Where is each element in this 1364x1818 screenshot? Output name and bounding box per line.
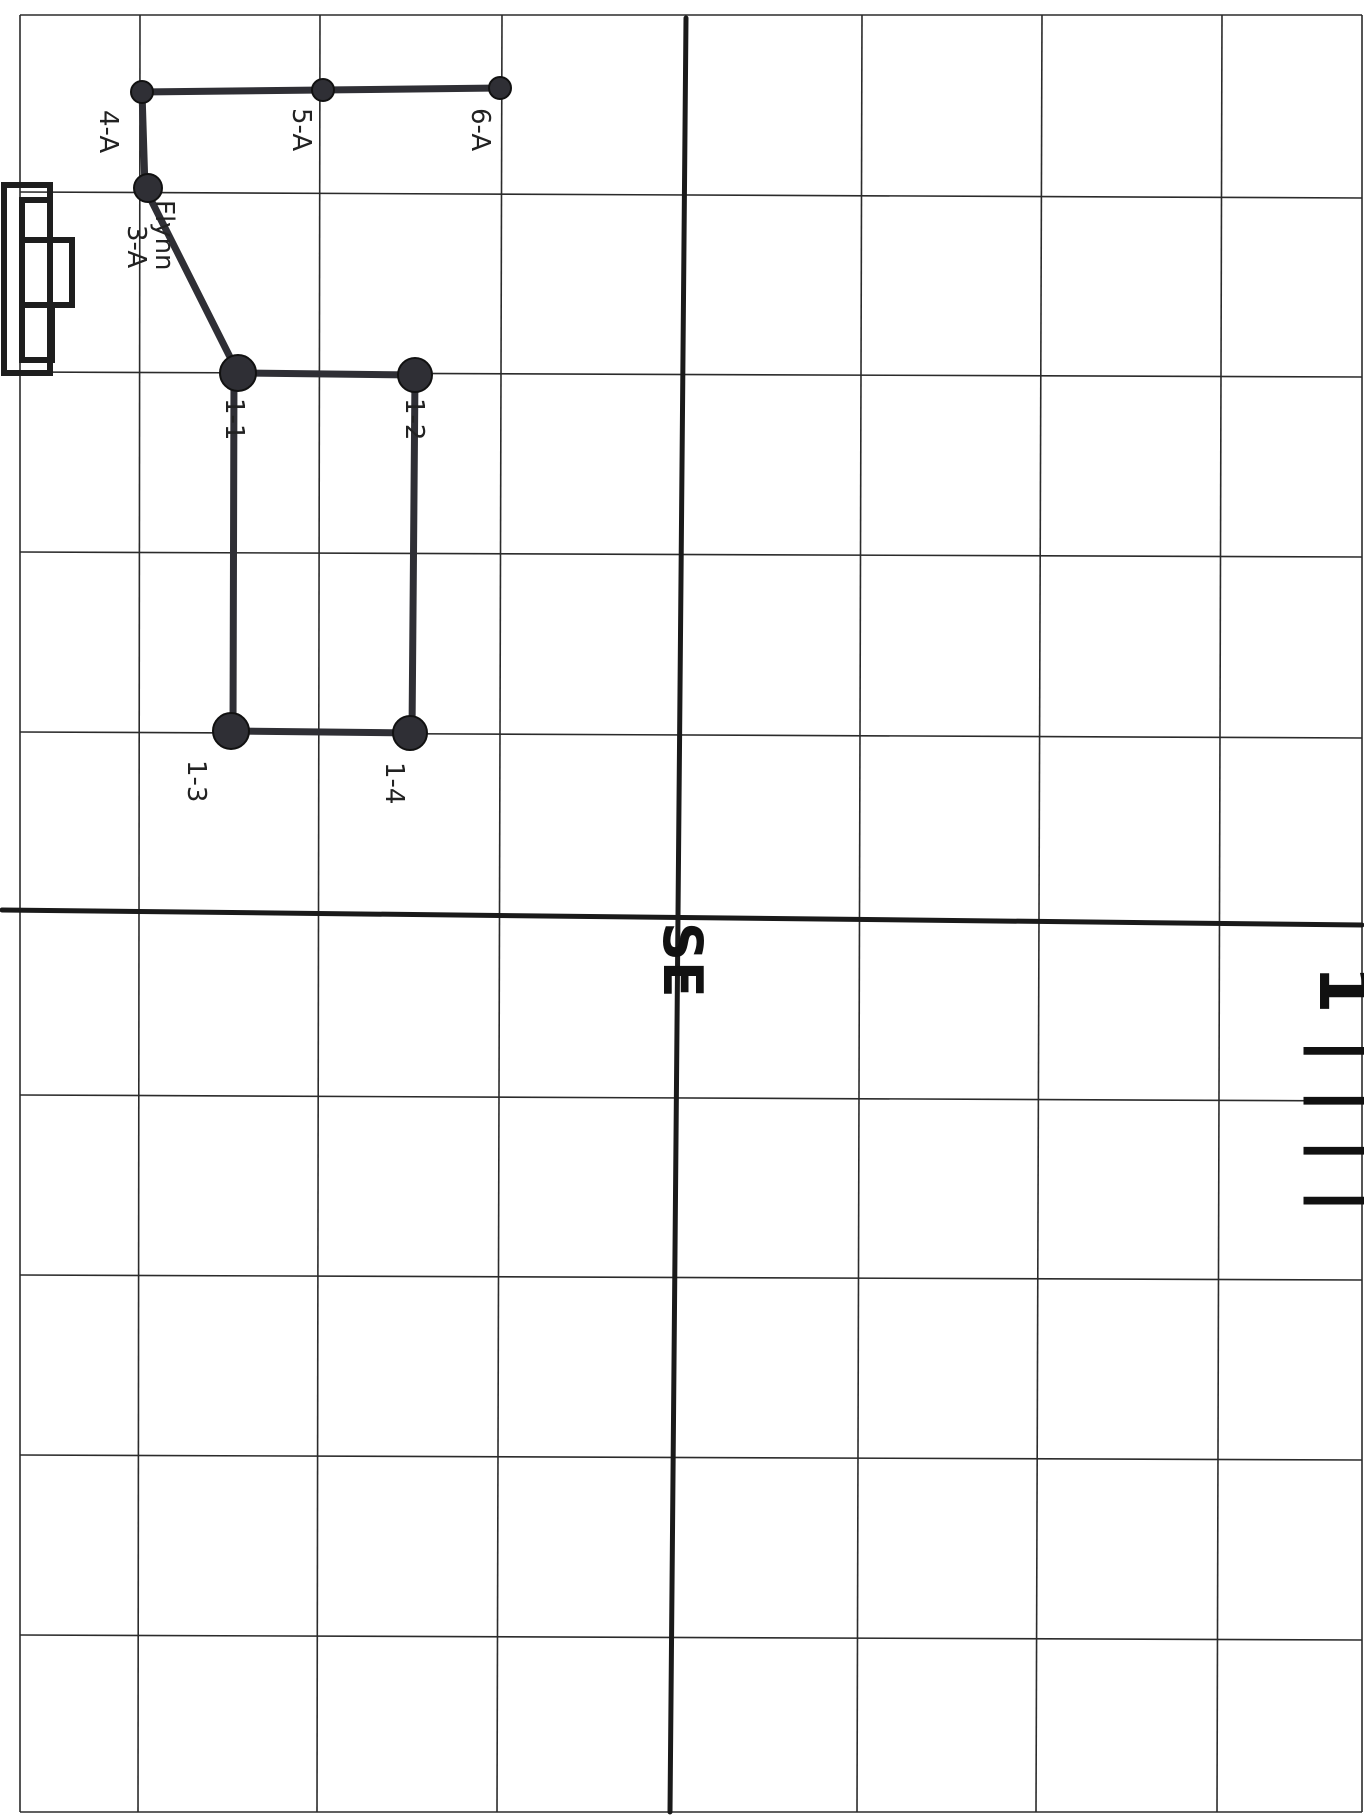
node-4-a bbox=[131, 81, 153, 103]
label-6-a: 6-A bbox=[465, 108, 495, 151]
side-label: 1 | | | | bbox=[1303, 965, 1364, 1213]
label-1-3: 1-3 bbox=[181, 760, 211, 802]
node-1-2 bbox=[398, 358, 432, 392]
center-label: SE bbox=[651, 922, 714, 998]
node-1-3 bbox=[213, 713, 249, 749]
label-4-a: 4-A bbox=[93, 110, 123, 153]
label-3-a: 3-A bbox=[121, 225, 151, 268]
label-1-2: 1-2 bbox=[399, 398, 429, 440]
node-1-4 bbox=[393, 716, 427, 750]
label-1-4: 1-4 bbox=[379, 762, 409, 804]
label-flynn: Flynn bbox=[149, 200, 179, 271]
node-5-a bbox=[312, 79, 334, 101]
node-1-1 bbox=[220, 355, 256, 391]
label-5-a: 5-A bbox=[286, 108, 316, 151]
label-1-1: 1-1 bbox=[219, 398, 249, 440]
node-3-a bbox=[134, 174, 162, 202]
node-6-a bbox=[489, 77, 511, 99]
